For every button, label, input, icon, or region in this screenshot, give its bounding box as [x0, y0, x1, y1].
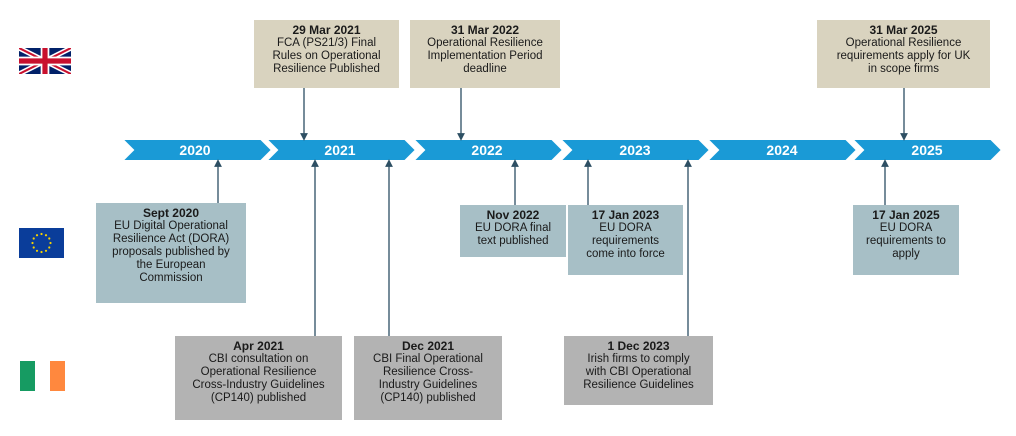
event-description: EU DORA requirements come into force [586, 222, 665, 260]
uk-flag-icon [19, 47, 71, 75]
year-label-2022: 2022 [471, 142, 503, 158]
event-date: 29 Mar 2021 [292, 23, 361, 37]
uk-event-box: 29 Mar 2021 FCA (PS21/3) Final Rules on … [254, 20, 399, 88]
year-chevron-2025 [849, 138, 1004, 162]
ireland-flag-icon [20, 361, 65, 391]
year-label-2023: 2023 [619, 142, 651, 158]
event-date: 1 Dec 2023 [607, 339, 670, 353]
event-date: Sept 2020 [142, 206, 200, 220]
event-date: 31 Mar 2022 [450, 23, 520, 37]
eu-event-box: 17 Jan 2023 EU DORA requirements come in… [568, 205, 683, 275]
event-date: 17 Jan 2023 [591, 208, 660, 222]
event-description: Operational Resilience requirements appl… [836, 37, 971, 75]
event-description: EU DORA requirements to apply [866, 222, 946, 260]
eu-flag-icon [19, 228, 64, 258]
event-date: Nov 2022 [486, 208, 540, 222]
year-label-2025: 2025 [911, 142, 943, 158]
year-chevron-2020 [119, 138, 274, 162]
eu-event-box: 17 Jan 2025 EU DORA requirements to appl… [853, 205, 959, 275]
year-label-2021: 2021 [324, 142, 356, 158]
event-description: Operational Resilience Implementation Pe… [427, 37, 543, 75]
eu-event-box: Sept 2020 EU Digital Operational Resilie… [96, 203, 246, 303]
ie-event-box: Apr 2021 CBI consultation on Operational… [175, 336, 342, 420]
ie-event-box: 1 Dec 2023 Irish firms to comply with CB… [564, 336, 713, 405]
year-chevron-2022 [410, 138, 565, 162]
event-date: Dec 2021 [401, 339, 455, 353]
event-description: EU Digital Operational Resilience Act (D… [112, 220, 230, 284]
event-description: CBI consultation on Operational Resilien… [192, 353, 325, 404]
event-description: CBI Final Operational Resilience Cross- … [373, 353, 483, 404]
year-chevron-2023 [557, 138, 712, 162]
eu-event-box: Nov 2022 EU DORA final text published [460, 205, 566, 257]
event-description: Irish firms to comply with CBI Operation… [583, 353, 694, 391]
year-label-2020: 2020 [179, 142, 211, 158]
uk-event-box: 31 Mar 2022 Operational Resilience Imple… [410, 20, 560, 88]
year-label-2024: 2024 [766, 142, 798, 158]
year-chevron-2024 [704, 138, 859, 162]
event-description: FCA (PS21/3) Final Rules on Operational … [272, 37, 381, 75]
event-date: Apr 2021 [233, 339, 284, 353]
uk-event-box: 31 Mar 2025 Operational Resilience requi… [817, 20, 990, 88]
year-chevron-2021 [263, 138, 418, 162]
event-date: 31 Mar 2025 [869, 23, 938, 37]
event-description: EU DORA final text published [474, 222, 552, 247]
ie-event-box: Dec 2021 CBI Final Operational Resilienc… [354, 336, 502, 420]
event-date: 17 Jan 2025 [872, 208, 940, 222]
